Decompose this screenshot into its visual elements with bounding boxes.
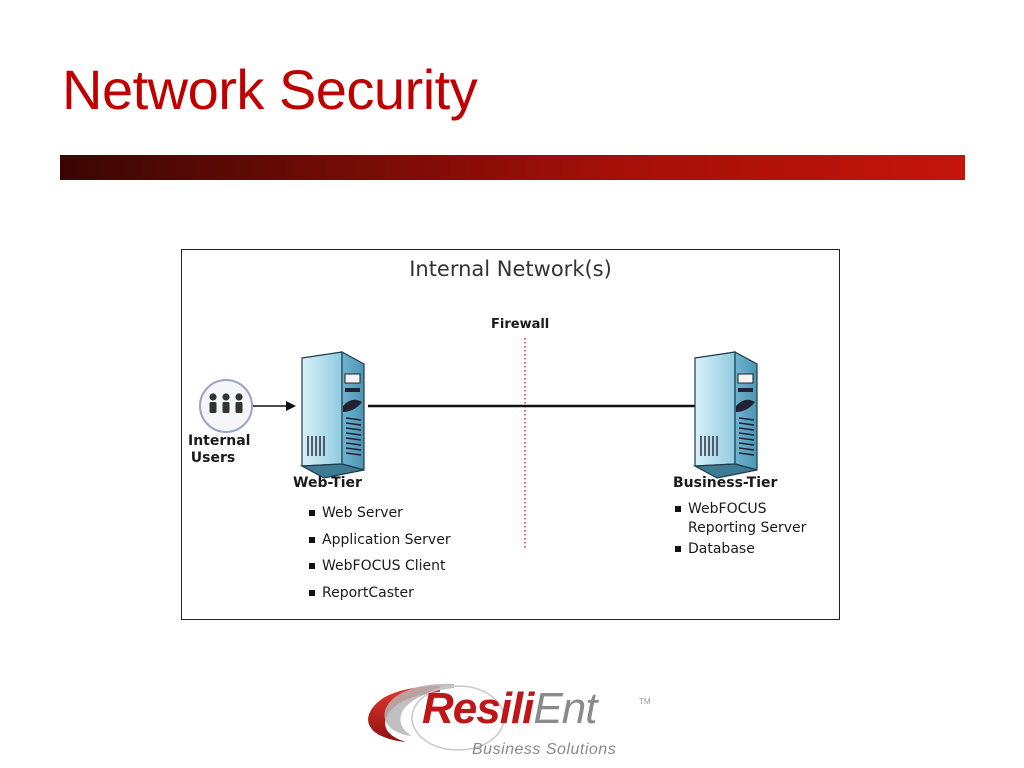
web-tier-list: Web Server Application Server WebFOCUS C… [308,500,451,606]
list-item: Application Server [308,527,451,554]
users-label: Internal Users [188,433,251,467]
logo-word-part2: Ent [533,684,597,733]
web-tier-heading: Web-Tier [293,475,362,491]
company-logo: ResiliEnt TM Business Solutions [366,682,662,766]
list-item: Web Server [308,500,451,527]
list-item: WebFOCUS Client [308,553,451,580]
logo-wordmark: ResiliEnt [422,684,597,733]
network-label: Internal Network(s) [409,257,612,281]
users-label-line2: Users [190,450,236,466]
logo-swoosh-icon [368,683,505,751]
diagram-graphics [199,338,758,550]
business-tier-heading: Business-Tier [673,475,778,491]
logo-word-part1: Resili [422,684,534,733]
web-server-icon [299,350,365,479]
users-label-line1: Internal [188,433,251,449]
trademark-mark: TM [639,697,651,706]
list-item: ReportCaster [308,580,451,607]
network-diagram: Internal Network(s) Firewall Internal Us… [181,249,840,620]
users-icon [199,379,253,433]
slide-title: Network Security [62,58,478,121]
arrow-head [286,401,296,411]
logo-tagline: Business Solutions [472,741,617,758]
business-server-icon [692,350,758,479]
title-underline-bar [60,155,965,180]
list-item: Database [674,540,834,559]
list-item: WebFOCUS Reporting Server [674,500,834,538]
firewall-label: Firewall [491,317,550,332]
business-tier-list: WebFOCUS Reporting Server Database [674,500,834,561]
